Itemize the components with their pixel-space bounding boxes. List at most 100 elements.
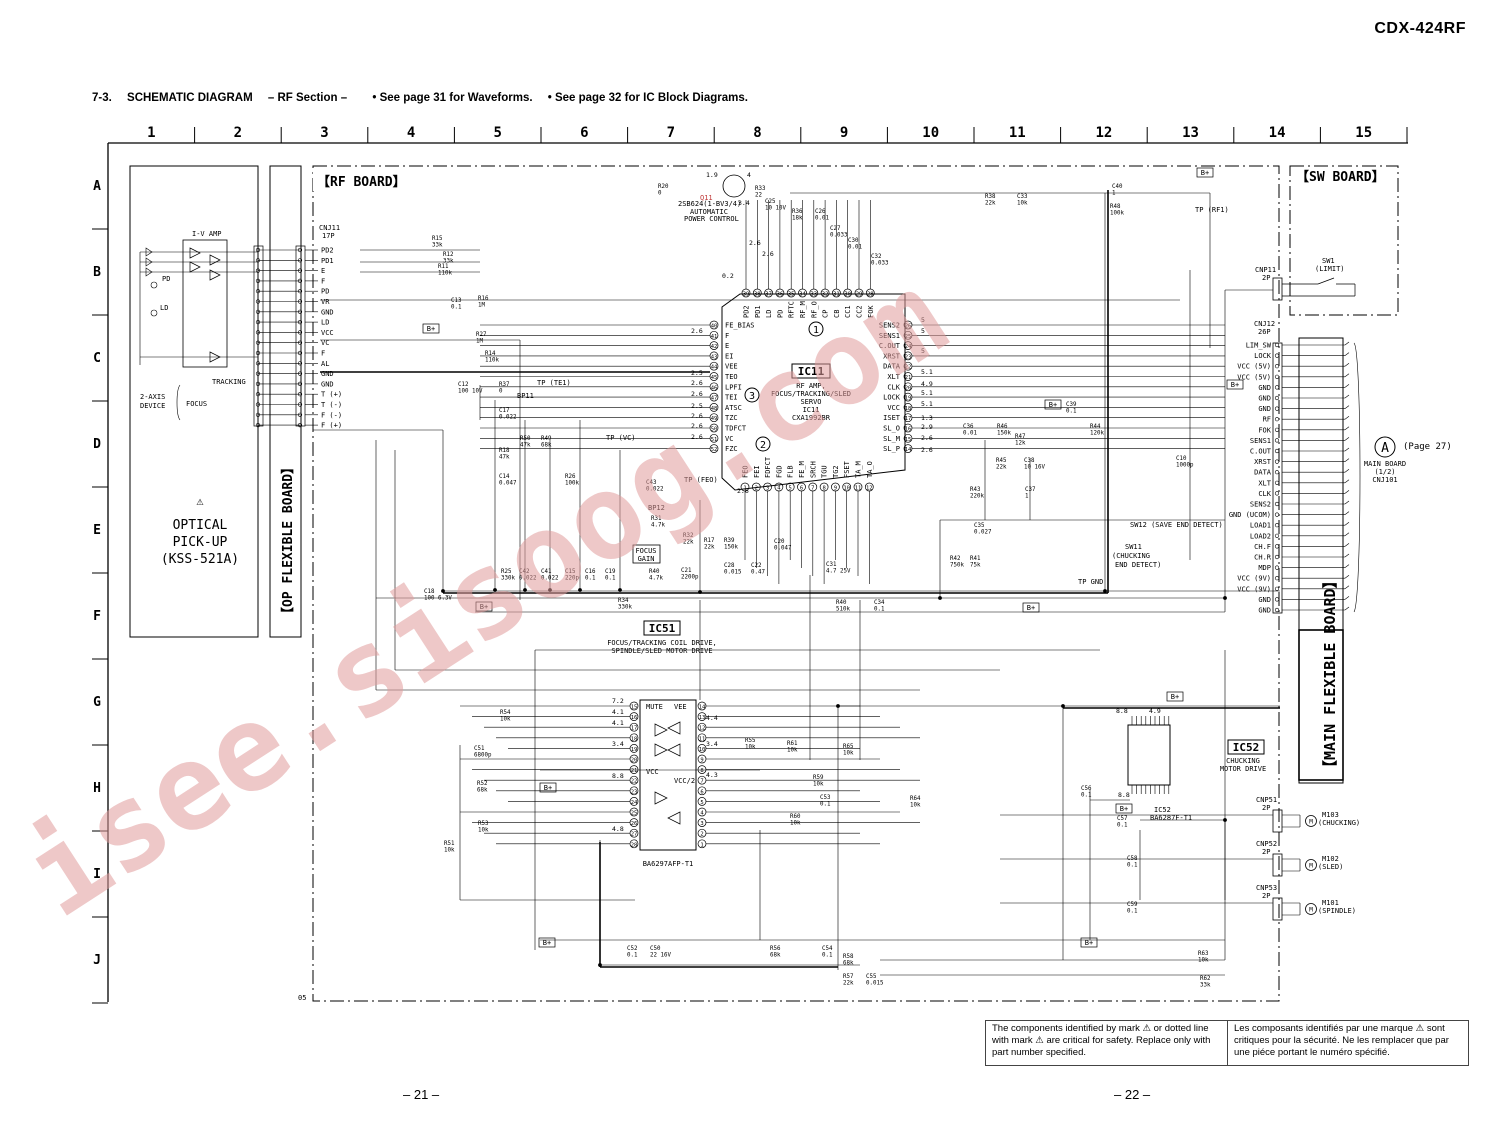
section-subtitle: – RF Section –	[267, 92, 348, 104]
ic51-ref-box	[643, 620, 681, 636]
voltage-value: 5.1	[921, 389, 933, 397]
ic11-pin-number: 34	[799, 292, 806, 298]
component-ref: R39	[724, 538, 735, 544]
voltage-value: 2.5	[691, 369, 703, 377]
voltage-value: 2.6	[691, 412, 703, 420]
flex-trace	[1344, 341, 1350, 346]
tracking-label: TRACKING	[212, 378, 246, 386]
main-flex-label: 【MAIN FLEXIBLE BOARD】	[1321, 573, 1339, 775]
pin-dot	[297, 371, 303, 376]
ic11-pin-name: LOCK	[883, 394, 901, 402]
grid-column-label: 4	[407, 125, 415, 141]
flex-trace	[1344, 511, 1350, 515]
component-ref: R17	[704, 538, 715, 544]
junction-dot	[1223, 596, 1227, 600]
cnj11-signal: VC	[321, 339, 329, 347]
ic11-pin-number: 36	[777, 292, 784, 298]
sw-board-label: 【SW BOARD】	[1296, 169, 1385, 185]
amp-symbol	[654, 743, 668, 757]
cnj12-connector	[1272, 342, 1283, 614]
pin-dot	[1274, 395, 1280, 401]
grid-column-label: 8	[753, 125, 761, 141]
component-ref: C43	[646, 480, 657, 486]
pin-dot	[255, 268, 261, 273]
ic51-pin-number: 15	[631, 705, 638, 711]
grid-column-label: 14	[1269, 125, 1286, 141]
ic11-pin-number: 8	[822, 486, 825, 492]
component-value: 330k	[618, 605, 632, 611]
component-ref: R46	[997, 424, 1008, 430]
q11-part: 2SB624(1-BV3/4)	[678, 200, 741, 208]
amp-symbol	[209, 269, 221, 281]
ic11-pin-name: CC1	[844, 305, 852, 318]
component-value: 330k	[501, 576, 515, 582]
main-ref-mark: A	[1381, 441, 1389, 456]
ic11-pin-number: 16	[905, 427, 912, 433]
ic52-body	[1127, 724, 1171, 786]
pin-dot	[297, 258, 303, 263]
junction-dot	[578, 588, 582, 592]
ic11-pin-name: CLK	[887, 383, 900, 391]
voltage-value: 5	[921, 316, 925, 324]
pin-dot	[1274, 576, 1280, 581]
op-flexible-board	[269, 165, 302, 638]
cnj12-name: CNJ12	[1254, 320, 1275, 328]
ic11-pin-name: C.OUT	[879, 342, 901, 350]
ic51-func1: FOCUS/TRACKING COIL DRIVE,	[607, 639, 717, 647]
component-ref: R55	[745, 738, 756, 744]
cnj12-signal: VCC (9V)	[1237, 575, 1271, 583]
voltage-value: 2.6	[691, 422, 703, 430]
component-ref: R64	[910, 796, 921, 802]
junction-dot	[1061, 704, 1065, 708]
cnp11-name: CNP11	[1255, 266, 1276, 274]
ic11-pin-name: CC2	[856, 305, 864, 318]
ic51-pin-number: 17	[631, 726, 638, 732]
pin-dot	[297, 309, 303, 314]
component-ref: C15	[565, 569, 576, 575]
pin-dot	[297, 278, 303, 284]
q11-transistor	[722, 174, 746, 198]
component-value: 0.1	[1127, 909, 1138, 915]
component-value: 1M	[478, 303, 485, 309]
ic51-pin-number: 22	[631, 779, 638, 785]
bp11-label: BP11	[517, 392, 534, 400]
component-ref: R11	[438, 264, 449, 270]
sw11-ref: SW11	[1125, 543, 1142, 551]
pin-dot	[255, 247, 261, 253]
grid-row-label: F	[93, 609, 101, 624]
pin-dot	[297, 402, 303, 407]
component-value: 150k	[997, 431, 1011, 437]
component-value: 0.01	[963, 431, 977, 437]
model-number: CDX-424RF	[1374, 20, 1466, 37]
grid-column-ticks	[194, 127, 1408, 143]
component-value: 33k	[443, 259, 454, 265]
ic11-pin-name: XRST	[883, 352, 901, 360]
component-ref: C13	[451, 298, 462, 304]
ic51-func2: SPINDLE/SLED MOTOR DRIVE	[611, 647, 712, 655]
component-value: 0.1	[1066, 409, 1077, 415]
component-ref: C53	[820, 795, 831, 801]
component-value: 0.1	[1127, 863, 1138, 869]
flex-trace	[1344, 405, 1350, 409]
component-labels: R1533kR1233kR11110kR161MR271MR14110kC130…	[424, 184, 1211, 989]
component-value: 510k	[836, 607, 850, 613]
ic11-pin-name: TA_O	[866, 461, 874, 478]
amp-symbol	[654, 791, 668, 805]
component-value: 0.1	[585, 576, 596, 582]
ic11-pin-number: 50	[711, 427, 718, 433]
component-ref: R32	[683, 533, 693, 539]
pin-dot	[297, 350, 303, 356]
bplus-tag	[1115, 803, 1133, 814]
ic11-pin-number: 12	[866, 486, 873, 492]
motor-connector-name: CNP53	[1256, 884, 1277, 892]
component-ref: R26	[565, 474, 576, 480]
flex-trace	[1344, 490, 1350, 494]
ic11-pin-name: VEE	[725, 363, 738, 371]
cnj12-signal: VCC (5V)	[1237, 373, 1271, 381]
pin-dot	[297, 361, 303, 366]
cnj11-signal: T (+)	[321, 391, 342, 399]
ic11-pin-number: 30	[844, 292, 851, 298]
pin-dot	[1274, 427, 1280, 432]
component-value: 68k	[843, 961, 854, 967]
page-number-left: – 21 –	[403, 1087, 440, 1102]
